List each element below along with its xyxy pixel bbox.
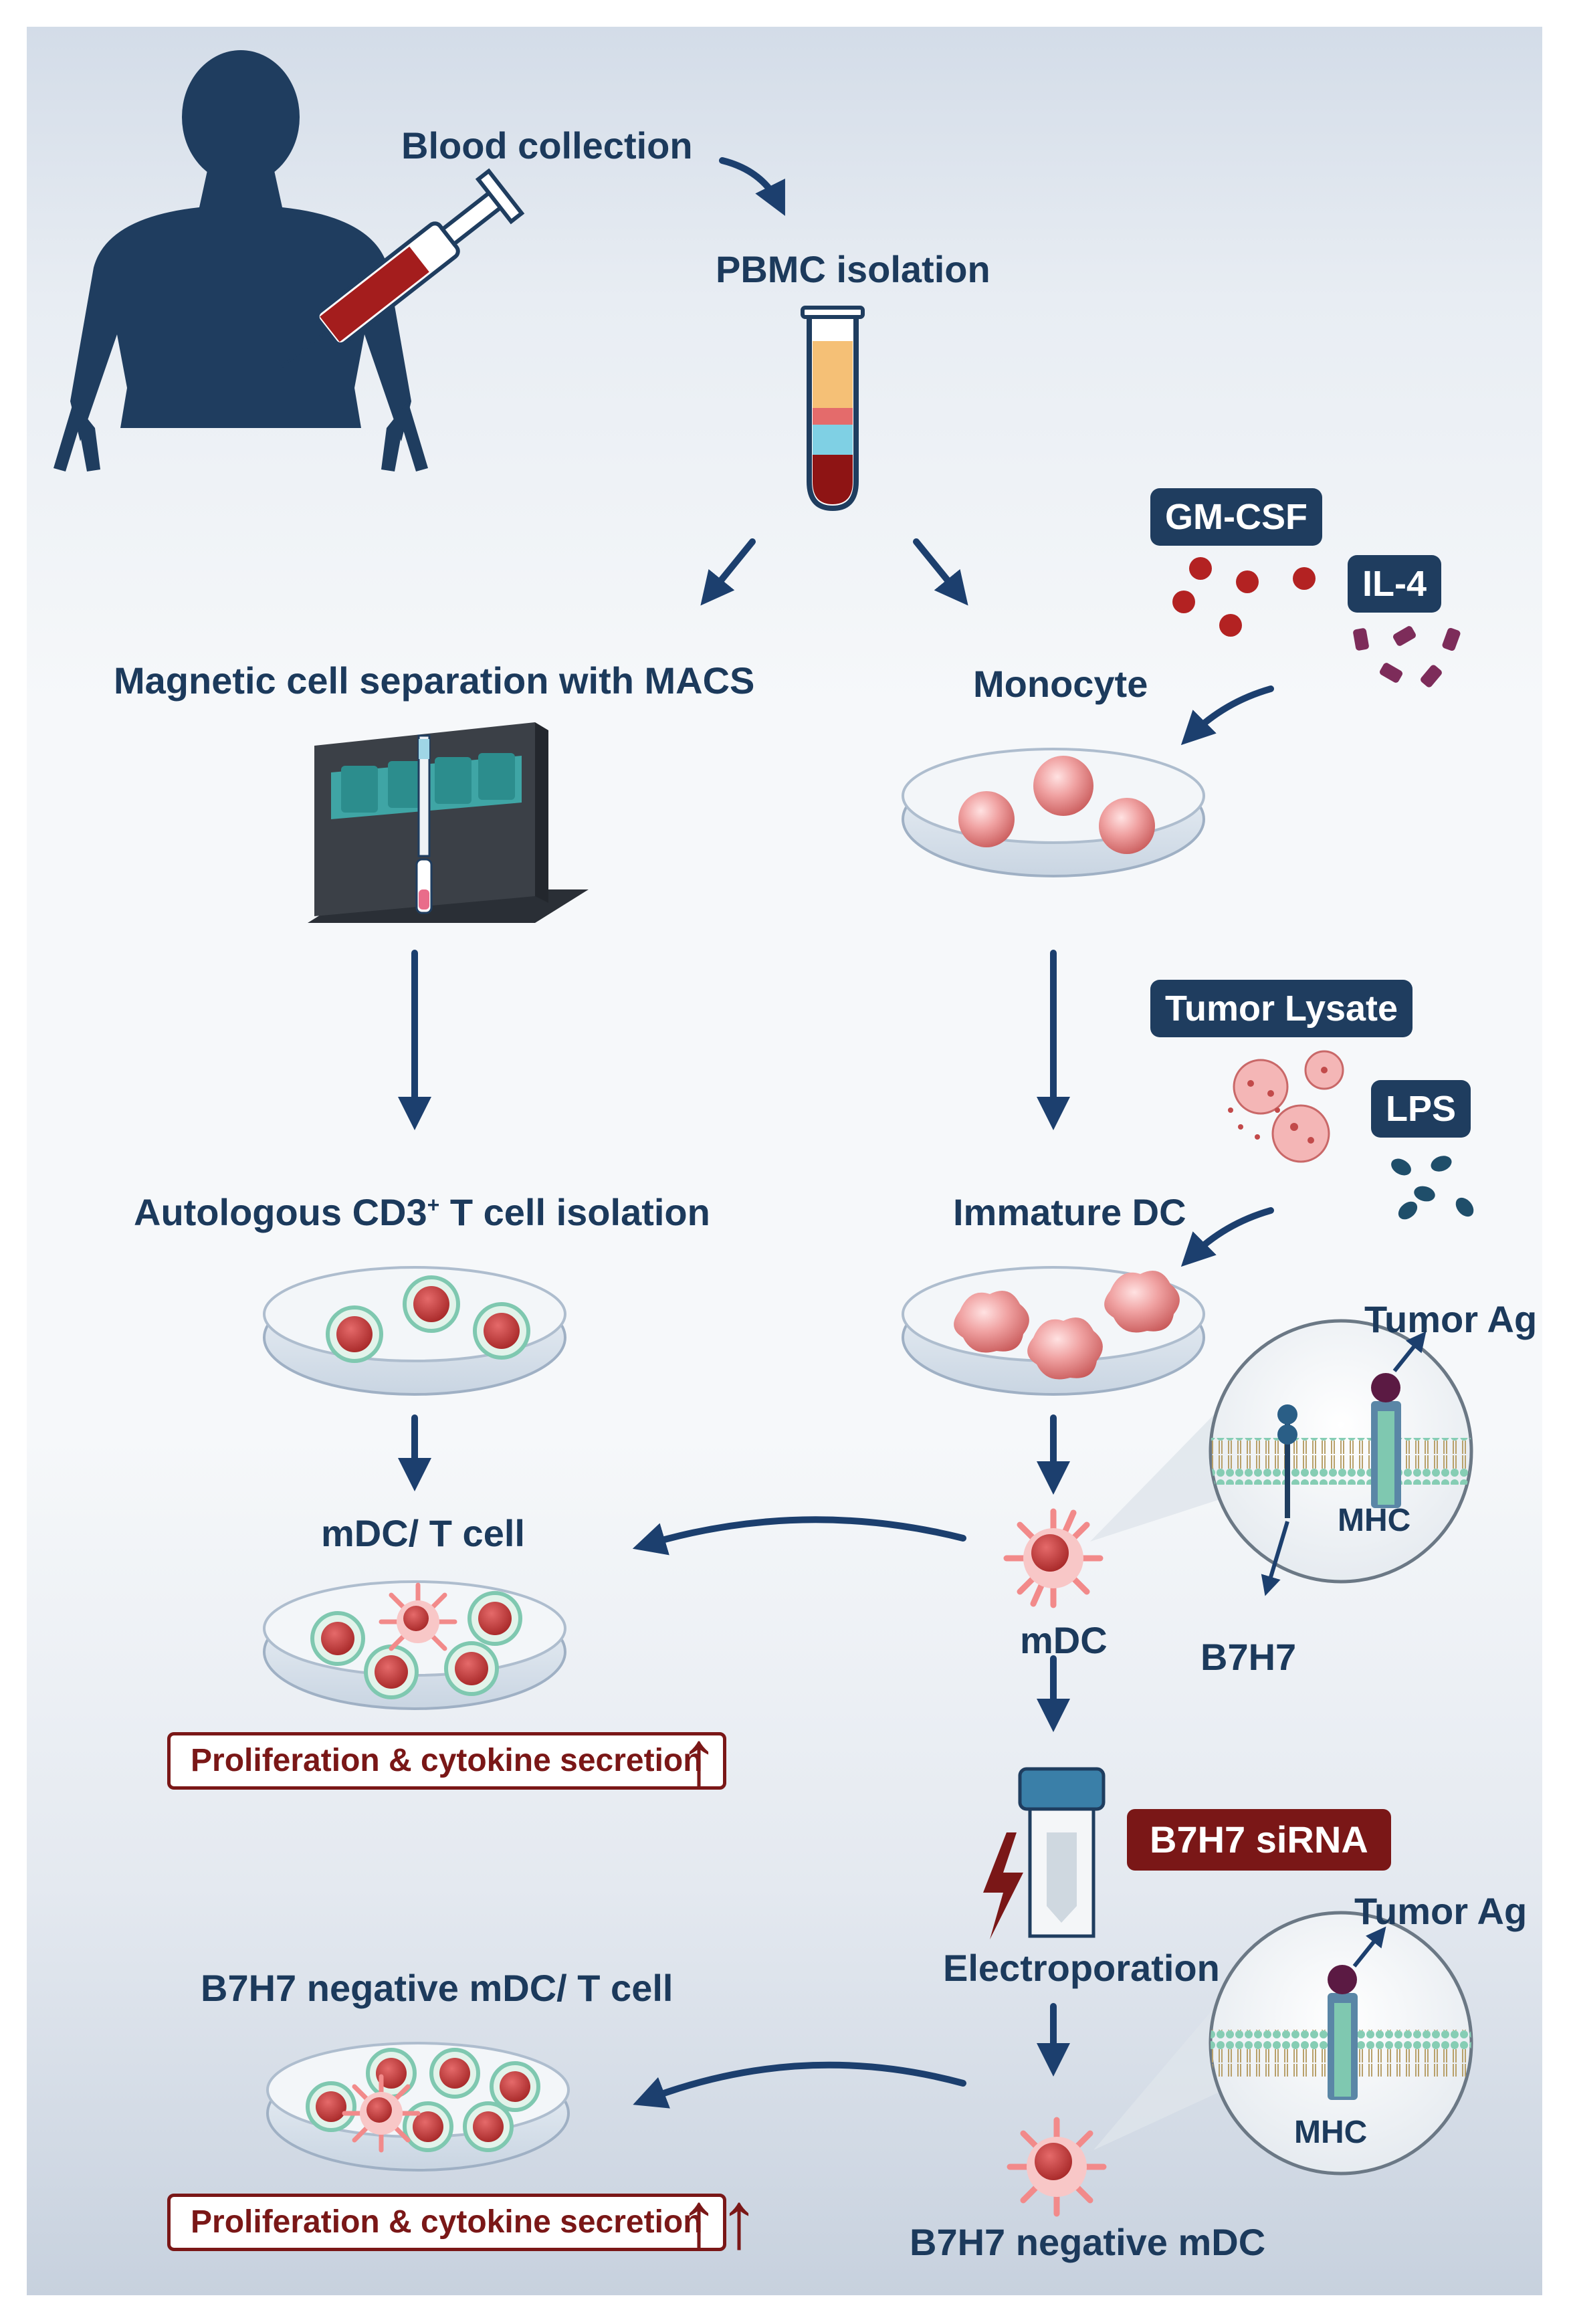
lightning-icon: [983, 1832, 1023, 1939]
tumor-ag-label-1: Tumor Ag: [1364, 1298, 1538, 1340]
gm-csf-badge: GM-CSF: [1150, 488, 1322, 546]
outcome-box-1: Proliferation & cytokine secretion: [167, 1732, 726, 1790]
increase-arrow-1: ↑: [679, 1714, 719, 1804]
b7h7-sirna-badge: B7H7 siRNA: [1127, 1809, 1391, 1871]
b7h7-negative-mdc-label: B7H7 negative mDC: [910, 2221, 1266, 2263]
lps-molecules-icon: [1391, 1156, 1474, 1220]
immature-dc-label: Immature DC: [953, 1191, 1186, 1233]
b7h7-neg-mdc-t-cell-label: B7H7 negative mDC/ T cell: [201, 1967, 673, 2009]
macs-label: Magnetic cell separation with MACS: [114, 659, 755, 702]
pbmc-isolation-label: PBMC isolation: [716, 248, 990, 290]
monocyte-label: Monocyte: [973, 663, 1148, 705]
diagram-artwork: [54, 50, 1474, 2217]
b7h7-label: B7H7: [1200, 1636, 1297, 1678]
mdc-t-cell-label: mDC/ T cell: [321, 1512, 525, 1554]
mdc-t-cell-dish-icon: [263, 1580, 566, 1710]
blood-collection-label: Blood collection: [401, 124, 693, 167]
electroporation-label: Electroporation: [943, 1947, 1220, 1989]
il4-badge: IL-4: [1348, 555, 1442, 613]
lps-badge: LPS: [1371, 1080, 1471, 1138]
diagram-panel: Blood collection PBMC isolation Magnetic…: [27, 27, 1542, 2295]
cuvette-icon: [1018, 1767, 1106, 1938]
b7h7-neg-mdc-t-cell-dish-icon: [266, 2042, 570, 2172]
tumor-lysate-icon: [1228, 1050, 1344, 1163]
cd3-t-cell-isolation-label: Autologous CD3+ T cell isolation: [134, 1194, 710, 1231]
cd3-superscript: +: [427, 1192, 440, 1217]
zoom-membrane-1: [1090, 1319, 1473, 1596]
b7h7-negative-mdc-icon: [1007, 2117, 1107, 2217]
il4-molecules-icon: [1353, 626, 1461, 688]
syringe-icon: [278, 168, 525, 370]
gm-csf-molecules-icon: [1172, 557, 1316, 637]
monocyte-dish-icon: [902, 748, 1205, 877]
tumor-ag-label-2: Tumor Ag: [1354, 1890, 1528, 1932]
cd3-suffix: T cell isolation: [439, 1191, 710, 1233]
t-cell-dish-icon: [263, 1266, 566, 1396]
immature-dc-dish-icon: [902, 1266, 1205, 1396]
increase-arrow-2: ↑↑: [679, 2176, 759, 2265]
tumor-lysate-badge: Tumor Lysate: [1150, 980, 1413, 1037]
mhc-label-1: MHC: [1338, 1503, 1411, 1538]
cd3-prefix: Autologous CD3: [134, 1191, 427, 1233]
macs-separator-icon: [308, 722, 589, 923]
test-tube-icon: [801, 306, 865, 512]
mdc-label: mDC: [1020, 1619, 1108, 1661]
human-silhouette-icon: [54, 50, 428, 471]
mhc-label-2: MHC: [1294, 2115, 1368, 2150]
zoom-membrane-2: [1093, 1911, 1473, 2176]
flow-arrows: [398, 157, 1274, 2109]
outcome-box-2: Proliferation & cytokine secretion: [167, 2194, 726, 2251]
mdc-cell-icon: [1003, 1508, 1104, 1608]
